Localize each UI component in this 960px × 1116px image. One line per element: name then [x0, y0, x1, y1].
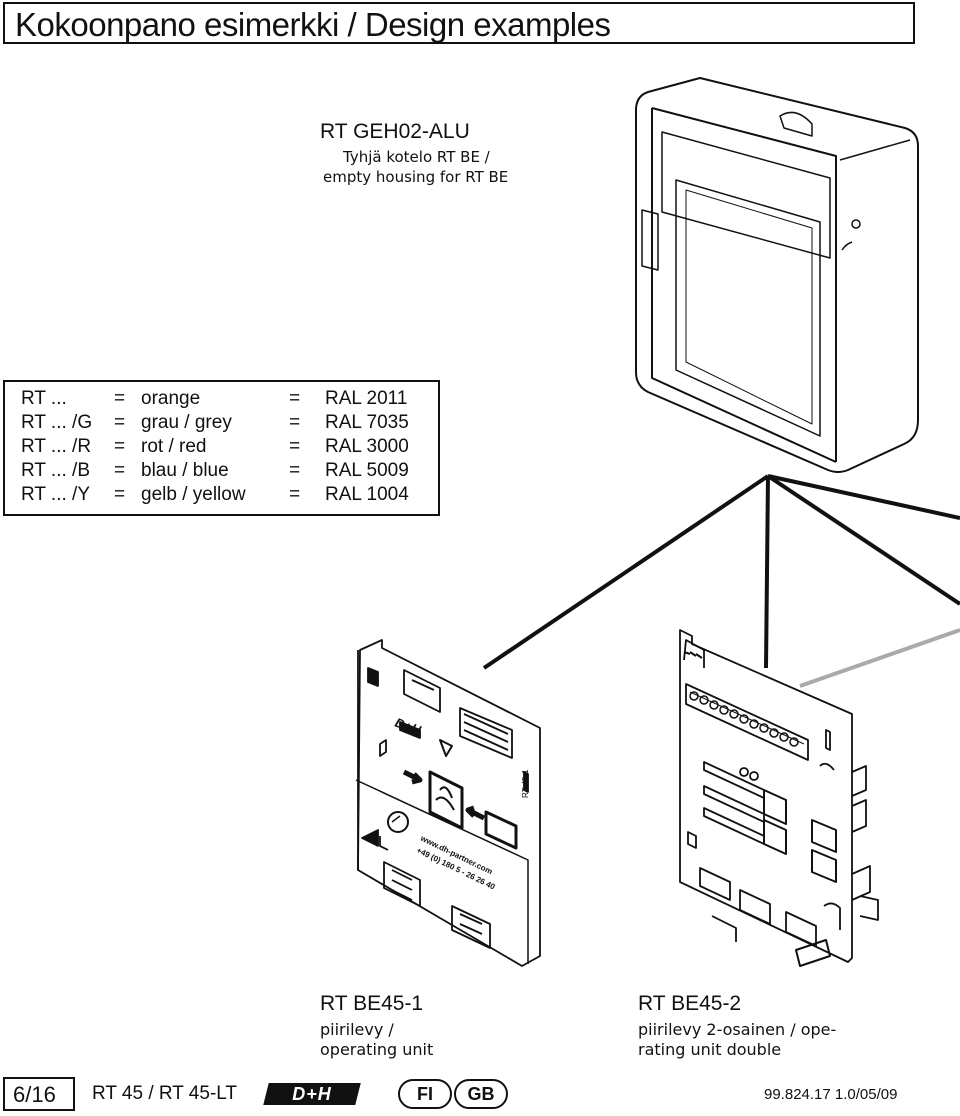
language-badge-fi: FI: [398, 1079, 452, 1109]
page-title-box: Kokoonpano esimerkki / Design examples: [3, 2, 915, 44]
equals-sign: =: [114, 484, 126, 505]
document-number: 99.824.17 1.0/05/09: [764, 1086, 898, 1103]
ral-code: RAL 1004: [325, 484, 409, 505]
board-rt-be45-1-drawing: [355, 639, 541, 967]
unit2-desc-line1: piirilevy 2-osainen / ope-: [638, 1020, 837, 1039]
ral-code: RAL 3000: [325, 436, 409, 457]
connector-lines: [482, 474, 960, 670]
color-name: blau / blue: [141, 460, 229, 481]
dh-logo: D+H: [263, 1083, 361, 1105]
unit2-desc-line2: rating unit double: [638, 1040, 782, 1059]
ral-code: RAL 7035: [325, 412, 409, 433]
color-code: RT ...: [21, 388, 67, 409]
equals-sign: =: [114, 460, 126, 481]
board-side-label: RT 45-1: [521, 769, 530, 798]
equals-sign: =: [114, 388, 126, 409]
color-code: RT ... /Y: [21, 484, 90, 505]
color-name: rot / red: [141, 436, 207, 457]
footer-model: RT 45 / RT 45-LT: [92, 1083, 238, 1104]
page-number: 6/16: [13, 1082, 56, 1107]
color-variants-table: RT ... = orange = RAL 2011 RT ... /G = g…: [3, 380, 440, 516]
color-code: RT ... /G: [21, 412, 93, 433]
language-badge-gb: GB: [454, 1079, 508, 1109]
color-name: gelb / yellow: [141, 484, 246, 505]
equals-sign: =: [289, 436, 301, 457]
color-code: RT ... /B: [21, 460, 90, 481]
equals-sign: =: [289, 388, 301, 409]
page-title: Kokoonpano esimerkki / Design examples: [15, 6, 611, 43]
housing-title: RT GEH02-ALU: [320, 120, 470, 143]
dh-logo-text: D+H: [292, 1084, 332, 1104]
page-number-box: 6/16: [3, 1077, 75, 1111]
unit1-desc-line2: operating unit: [320, 1040, 434, 1059]
housing-drawing: [635, 77, 919, 473]
housing-desc-line1: Tyhjä kotelo RT BE /: [343, 148, 490, 166]
housing-desc-line2: empty housing for RT BE: [323, 168, 509, 186]
equals-sign: =: [289, 412, 301, 433]
equals-sign: =: [114, 412, 126, 433]
color-code: RT ... /R: [21, 436, 92, 457]
unit2-title: RT BE45-2: [638, 992, 742, 1015]
unit1-title: RT BE45-1: [320, 992, 424, 1015]
equals-sign: =: [114, 436, 126, 457]
board-logo-text: D+H: [393, 715, 423, 738]
board-rt-be45-2-drawing: [679, 629, 879, 967]
color-name: grau / grey: [141, 412, 232, 433]
ral-code: RAL 2011: [325, 388, 408, 409]
color-name: orange: [141, 388, 201, 409]
ral-code: RAL 5009: [325, 460, 409, 481]
equals-sign: =: [289, 484, 301, 505]
grey-connector-line: [799, 628, 960, 688]
unit1-desc-line1: piirilevy /: [320, 1020, 394, 1039]
equals-sign: =: [289, 460, 301, 481]
